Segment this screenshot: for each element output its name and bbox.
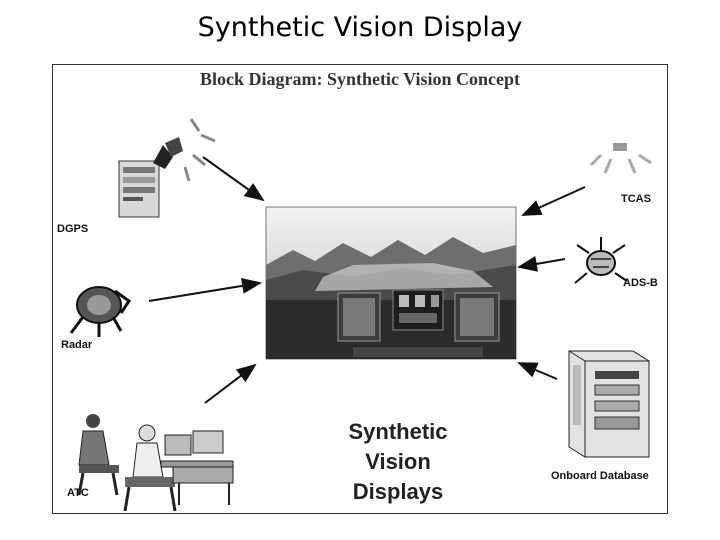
label-radar: Radar (61, 339, 93, 351)
center-caption: Synthetic Vision Displays (323, 417, 473, 507)
radar-dish-icon (69, 286, 132, 337)
diagram-art (69, 118, 652, 512)
label-tcas: TCAS (621, 193, 651, 205)
arrow-dgps (202, 156, 265, 202)
arrow-adsb (517, 256, 566, 272)
satellite-icon (153, 118, 216, 182)
label-atc: ATC (67, 487, 89, 499)
satellite-icon (574, 237, 628, 284)
caption-line: Displays (352, 479, 444, 504)
cockpit-display-image (265, 206, 517, 360)
arrow-radar (148, 277, 262, 302)
caption-line: Vision (365, 449, 431, 474)
workstation-icon (77, 414, 234, 512)
computer-tower-icon (118, 160, 160, 218)
arrow-database (517, 362, 558, 380)
diagram-frame: Block Diagram: Synthetic Vision Concept (52, 64, 668, 514)
label-dgps: DGPS (57, 223, 89, 235)
arrow-atc (204, 363, 257, 404)
caption-line: Synthetic (348, 419, 448, 444)
label-adsb: ADS-B (623, 277, 658, 289)
label-onboard-database: Onboard Database (551, 470, 649, 482)
beacon-icon (589, 143, 652, 174)
server-icon (568, 350, 650, 458)
diagram-title: Block Diagram: Synthetic Vision Concept (199, 69, 520, 89)
slide-title: Synthetic Vision Display (197, 12, 523, 43)
arrow-tcas (521, 186, 586, 216)
